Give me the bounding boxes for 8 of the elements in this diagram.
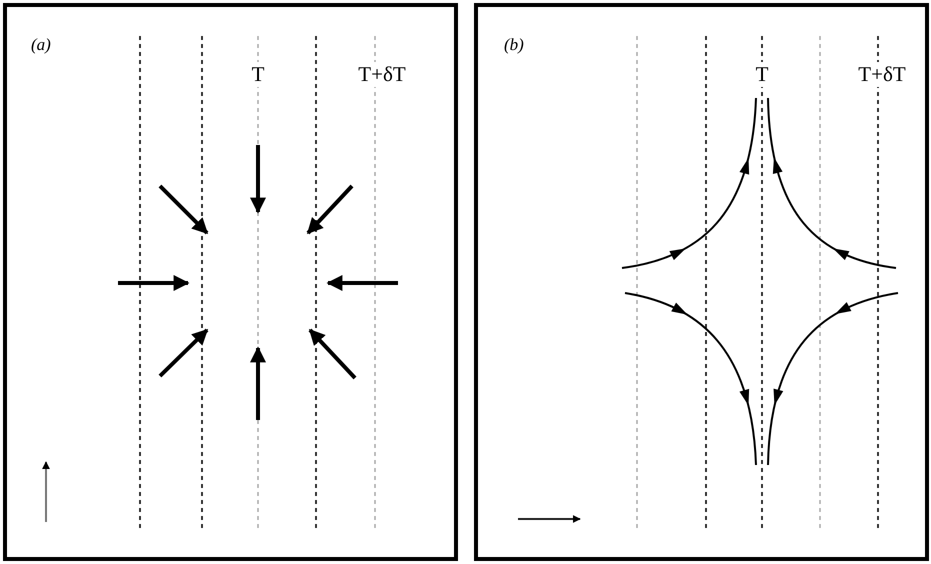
panel-label: (b): [504, 35, 524, 55]
panel-frame: [3, 3, 458, 561]
isotherm-label: T+δT: [358, 62, 406, 87]
panel-label: (a): [31, 35, 51, 55]
isotherm-label: T: [756, 62, 768, 87]
isotherm-label: T: [252, 62, 264, 87]
panel-frame: [474, 3, 929, 561]
isotherm-label: T+δT: [858, 62, 906, 87]
